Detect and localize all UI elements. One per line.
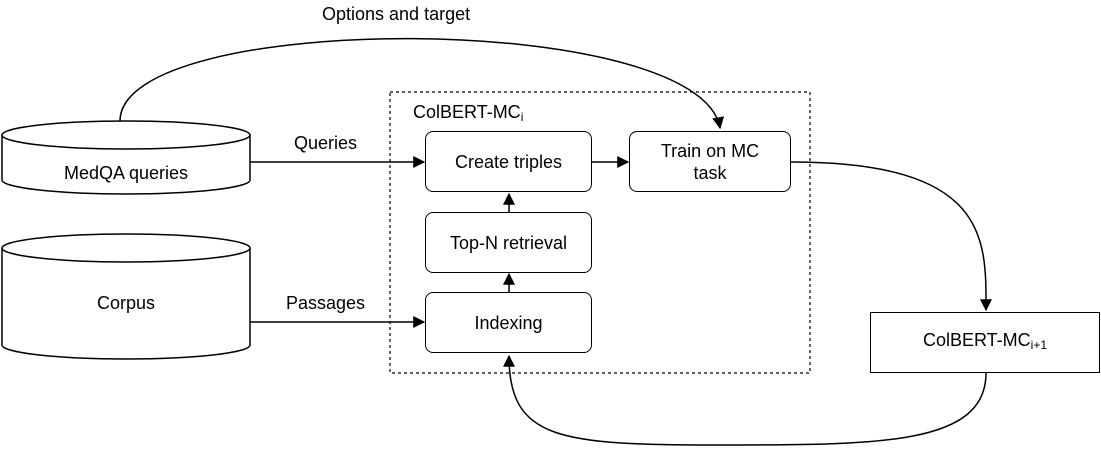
queries-label: Queries [294,133,358,153]
colbert-mc-next-subscript: i+1 [1030,338,1048,352]
container-title-subscript: i [520,110,524,124]
colbert-mc-next-label: ColBERT-MCi+1 [923,329,1047,356]
train-to-output-arrow [790,161,993,312]
create-triples-box: Create triples [425,131,592,192]
colbert-mc-next-box: ColBERT-MCi+1 [870,312,1100,373]
top-n-retrieval-label: Top-N retrieval [449,232,568,253]
colbert-mc-container [389,91,811,374]
feedback-loop-arrow [503,354,987,446]
container-title-main: ColBERT-MC [413,102,521,122]
top-n-retrieval-box: Top-N retrieval [425,212,592,273]
corpus-database [1,233,251,360]
create-triples-label: Create triples [454,151,563,172]
medqa-queries-label: MedQA queries [63,163,189,183]
medqa-queries-database [1,120,251,195]
options-target-arrow [119,37,725,130]
passages-label: Passages [286,293,366,313]
colbert-mc-next-main: ColBERT-MC [922,330,1031,350]
indexing-label: Indexing [474,312,543,333]
container-title: ColBERT-MCi [413,101,523,128]
options-target-label: Options and target [322,4,471,24]
train-label-line2: task [693,162,727,183]
corpus-label: Corpus [96,293,156,313]
train-on-mc-task-box: Train on MC task [629,131,791,192]
train-label-line1: Train on MC [660,140,760,161]
indexing-box: Indexing [425,292,592,353]
